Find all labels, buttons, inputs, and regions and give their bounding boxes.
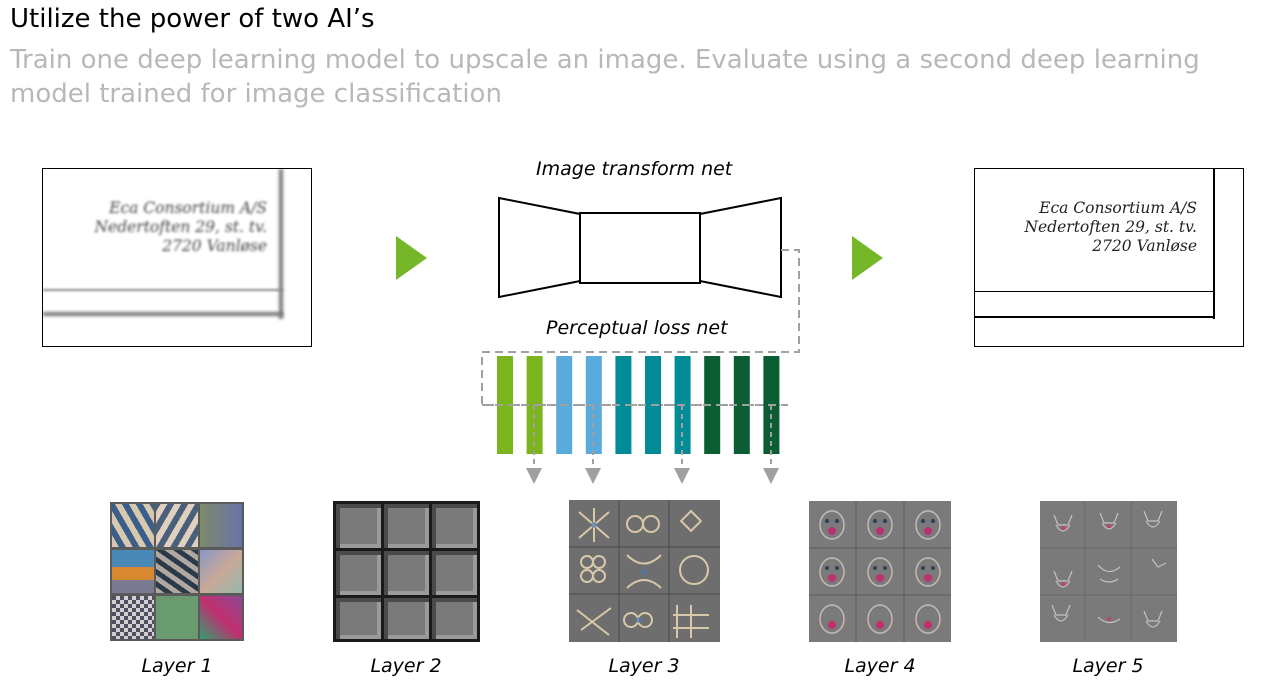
input-address-block: Eca Consortium A/S Nedertoften 29, st. t… [94, 199, 267, 256]
layer-caption: Layer 1 [141, 655, 213, 677]
loss-net-layer-bar [704, 356, 721, 454]
bottleneck-box [579, 212, 701, 284]
blurred-envelope-border-bottom [43, 312, 283, 316]
layer-caption: Layer 3 [608, 655, 680, 677]
transform-net-label: Image transform net [536, 158, 733, 180]
layer-4-features-image [809, 501, 951, 642]
layer-caption: Layer 4 [844, 655, 916, 677]
play-arrow-icon [396, 236, 427, 280]
layer-5-features-image [1040, 501, 1177, 642]
feature-arrows [526, 405, 779, 484]
loss-net-layer-bar [497, 356, 513, 454]
play-arrow-icon [852, 236, 883, 280]
envelope-border-bottom [975, 316, 1215, 318]
address-line: 2720 Vanløse [162, 237, 267, 255]
layer-caption: Layer 5 [1072, 655, 1144, 677]
loss-net-layer-bar [615, 356, 632, 454]
slide-subtitle: Train one deep learning model to upscale… [10, 45, 1200, 109]
input-image-card: Eca Consortium A/S Nedertoften 29, st. t… [42, 168, 312, 347]
slide-title: Utilize the power of two AI’s [10, 4, 375, 34]
address-line: Nedertoften 29, st. tv. [94, 218, 267, 236]
layer-2-features-image [333, 501, 480, 642]
layer-caption: Layer 2 [370, 655, 442, 677]
address-line: Eca Consortium A/S [1039, 199, 1197, 217]
encoder-trapezoid [498, 196, 581, 299]
output-address-block: Eca Consortium A/S Nedertoften 29, st. t… [1024, 199, 1197, 256]
loss-net-layer-bar [733, 356, 750, 454]
layer-1-filters-image [110, 502, 244, 641]
layer-3-features-image [569, 500, 720, 642]
address-line: Nedertoften 29, st. tv. [1024, 218, 1197, 236]
output-image-card: Eca Consortium A/S Nedertoften 29, st. t… [974, 168, 1244, 347]
loss-net-label: Perceptual loss net [546, 317, 728, 339]
envelope-border-horizontal [975, 291, 1215, 292]
blurred-envelope-border-horizontal [43, 289, 283, 291]
decoder-trapezoid [699, 196, 782, 299]
blurred-envelope-border-vertical [279, 169, 283, 319]
envelope-border-vertical [1213, 169, 1215, 319]
address-line: 2720 Vanløse [1092, 237, 1197, 255]
address-line: Eca Consortium A/S [109, 199, 267, 217]
